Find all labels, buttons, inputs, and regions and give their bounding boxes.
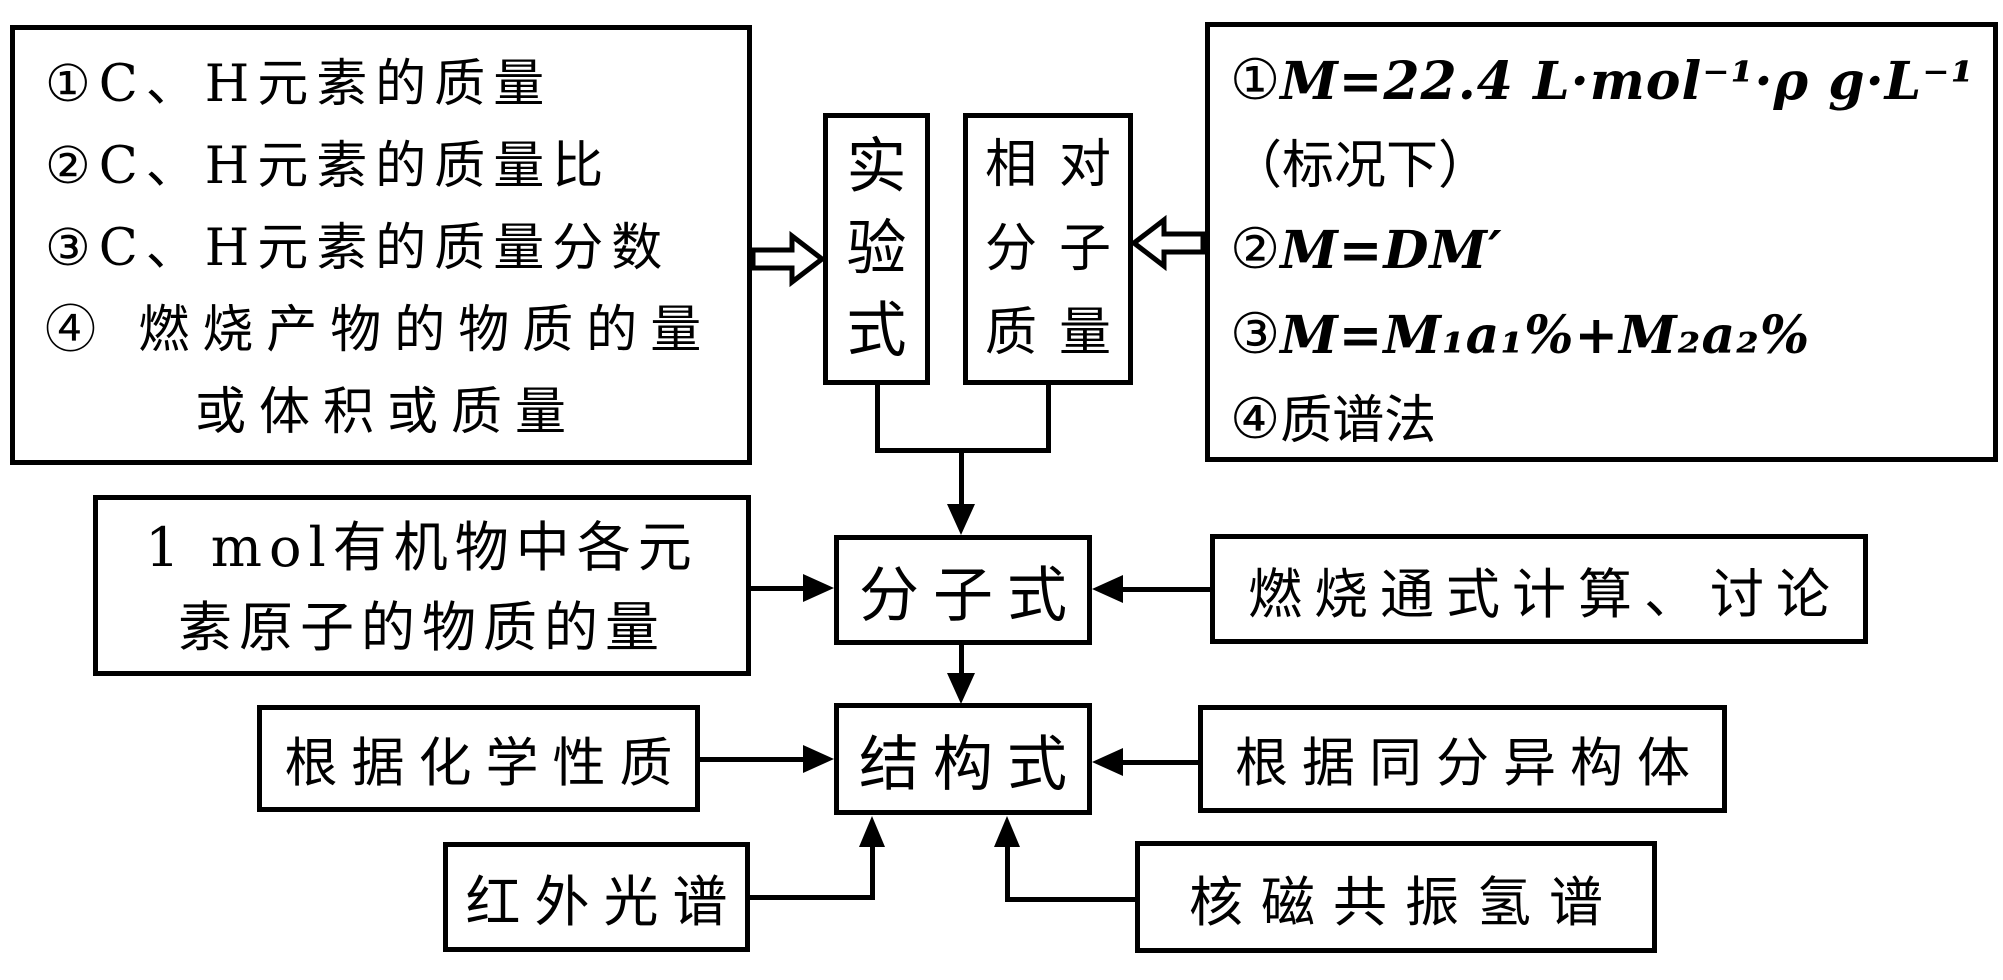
isomers-box: 根据同分异构体 xyxy=(1198,705,1727,813)
right-method-item: ③M=M₁a₁%+M₂a₂% xyxy=(1230,293,1987,378)
molecular-formula-label: 分子式 xyxy=(859,560,1081,631)
mol-amount-box: 1 mol有机物中各元 素原子的物质的量 xyxy=(93,495,751,676)
arrowhead-up-icon xyxy=(859,816,885,847)
arrowhead-left-icon xyxy=(1092,575,1123,603)
mass-spectrometry-label: 质谱法 xyxy=(1280,391,1437,451)
right-method-item: ②M=DM′ xyxy=(1230,208,1987,293)
empirical-formula-char: 验 xyxy=(846,214,907,284)
nmr-spectrum-box: 核磁共振氢谱 xyxy=(1135,841,1657,953)
nmr-spectrum-label: 核磁共振氢谱 xyxy=(1189,870,1621,934)
arrowhead-up-icon xyxy=(994,816,1020,847)
arrow-line xyxy=(700,757,806,762)
relative-mass-row: 质量 xyxy=(984,303,1133,363)
isomers-label: 根据同分异构体 xyxy=(1235,733,1704,794)
right-method-item: ④质谱法 xyxy=(1230,378,1987,463)
right-method-item: ①M=22.4 L·mol⁻¹·ρ g·L⁻¹ xyxy=(1230,39,1987,124)
arrow-to-molecular-formula xyxy=(959,448,964,506)
elbow-line xyxy=(870,845,875,900)
relative-density-formula: M=DM′ xyxy=(1280,220,1503,281)
molecular-formula-box: 分子式 xyxy=(834,535,1092,645)
elbow-line xyxy=(1005,846,1010,902)
relative-mass-row: 相对 xyxy=(984,135,1133,195)
item-number: ④ xyxy=(1230,387,1281,452)
left-method-item: 或体积或质量 xyxy=(195,383,580,442)
left-method-item: ③C、H元素的质量分数 xyxy=(45,219,671,278)
empirical-formula-char: 实 xyxy=(846,132,907,202)
item-number: ② xyxy=(1230,217,1281,282)
item-number: ③ xyxy=(1230,302,1281,367)
average-mass-formula: M=M₁a₁%+M₂a₂% xyxy=(1280,305,1811,366)
left-methods-box: ①C、H元素的质量 ②C、H元素的质量比 ③C、H元素的质量分数 ④ 燃烧产物的… xyxy=(10,25,752,465)
molar-mass-formula: M=22.4 L·mol⁻¹·ρ g·L⁻¹ xyxy=(1280,51,1975,112)
chemical-properties-box: 根据化学性质 xyxy=(257,705,700,812)
arrowhead-left-icon xyxy=(1092,748,1123,776)
relative-mass-row: 分子 xyxy=(984,219,1133,279)
structural-formula-box: 结构式 xyxy=(834,703,1092,815)
hollow-arrow-left-icon xyxy=(1130,214,1206,272)
left-method-item: ④ 燃烧产物的物质的量 xyxy=(45,301,715,360)
arrow-line xyxy=(751,586,806,591)
combustion-formula-label: 燃烧通式计算、讨论 xyxy=(1248,562,1842,626)
arrow-line xyxy=(1120,587,1210,592)
hollow-arrow-right-icon xyxy=(750,230,826,288)
item-number: ① xyxy=(1230,48,1281,113)
infrared-spectrum-box: 红外光谱 xyxy=(443,842,750,952)
mol-amount-line: 1 mol有机物中各元 xyxy=(145,515,699,579)
connector-line xyxy=(1046,385,1051,453)
arrowhead-right-icon xyxy=(803,574,834,602)
right-methods-box: ①M=22.4 L·mol⁻¹·ρ g·L⁻¹ （标况下） ②M=DM′ ③M=… xyxy=(1205,22,1998,462)
elbow-line xyxy=(1008,897,1135,902)
left-method-item: ①C、H元素的质量 xyxy=(45,55,553,114)
left-method-item: ②C、H元素的质量比 xyxy=(45,137,612,196)
arrowhead-right-icon xyxy=(803,745,834,773)
structural-formula-label: 结构式 xyxy=(859,729,1081,800)
relative-molecular-mass-box: 相对 分子 质量 xyxy=(963,113,1133,385)
right-method-item: （标况下） xyxy=(1230,136,1491,196)
chemical-properties-label: 根据化学性质 xyxy=(284,732,687,794)
arrowhead-down-icon xyxy=(947,673,975,704)
connector-line xyxy=(875,385,880,453)
arrow-line xyxy=(1120,760,1198,765)
mol-amount-line: 素原子的物质的量 xyxy=(178,595,666,659)
arrowhead-down-icon xyxy=(947,504,975,535)
arrow-to-structural-formula xyxy=(959,645,964,677)
empirical-formula-box: 实 验 式 xyxy=(823,113,930,385)
infrared-spectrum-label: 红外光谱 xyxy=(465,870,742,934)
elbow-line xyxy=(750,895,875,900)
empirical-formula-char: 式 xyxy=(846,296,907,366)
combustion-formula-box: 燃烧通式计算、讨论 xyxy=(1210,534,1868,644)
